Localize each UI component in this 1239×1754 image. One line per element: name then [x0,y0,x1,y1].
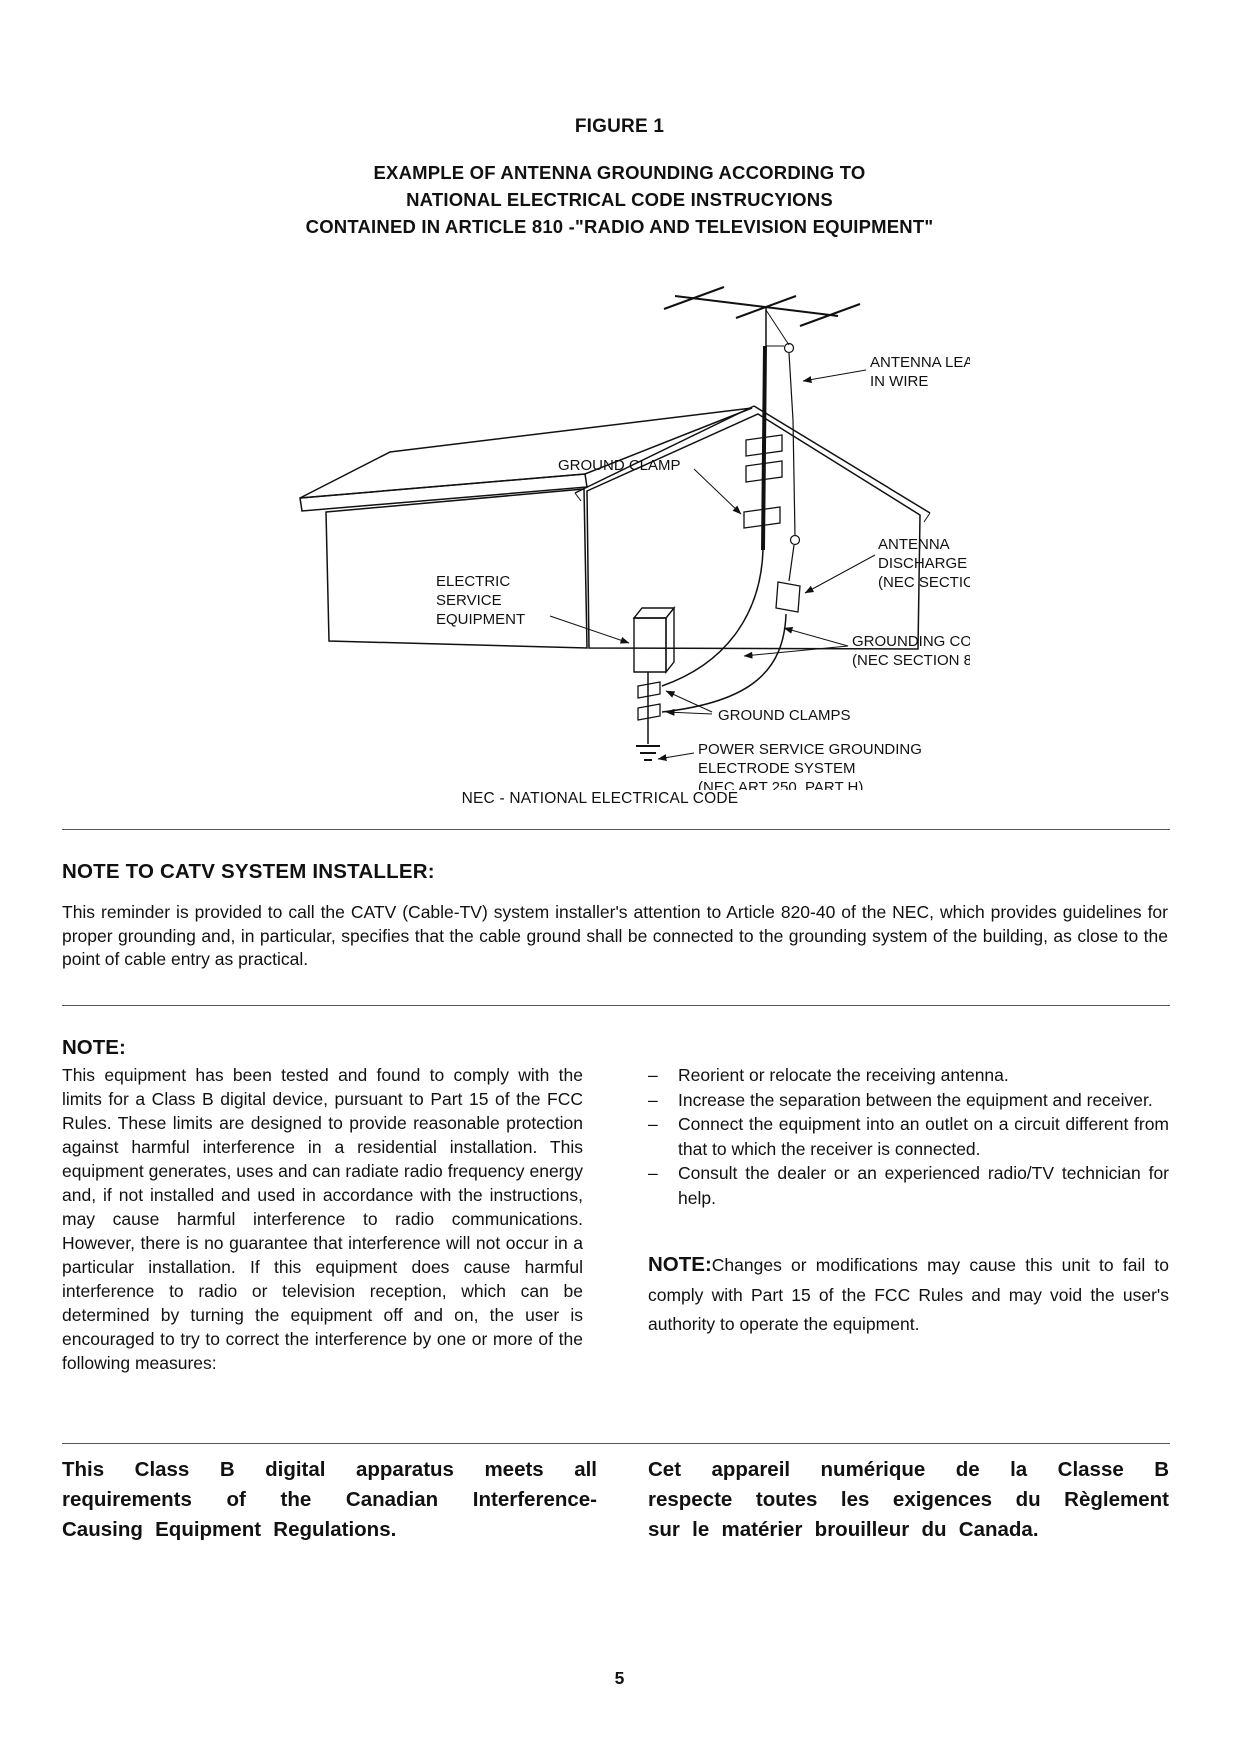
ground-symbol [636,745,660,761]
label-conductors-line2: (NEC SECTION 810-21) [852,652,970,669]
label-antenna-lead-line1: ANTENNA LEAD [870,354,970,371]
label-discharge-line1: ANTENNA [878,536,950,553]
fcc-note-paragraph: This equipment has been tested and found… [62,1065,583,1373]
modifications-note: NOTE:Changes or modifications may cause … [648,1253,1169,1334]
dash-marker: – [648,1089,658,1110]
label-conductors-line1: GROUNDING CONDUCTORS [852,633,970,650]
divider-bottom [62,1443,1170,1444]
label-discharge-line2: DISCHARGE UNIT [878,555,970,572]
list-item: – Connect the equipment into an outlet o… [648,1112,1169,1161]
page-number: 5 [614,1668,625,1688]
label-discharge-line3: (NEC SECTION 810-20) [878,574,970,591]
label-ground-clamps: GROUND CLAMPS [718,707,851,724]
antenna-discharge-unit [775,581,801,613]
label-electric-line2: SERVICE [436,592,502,609]
catv-paragraph: This reminder is provided to call the CA… [62,902,1168,969]
dash-marker: – [648,1163,658,1183]
figure-title-line-3: CONTAINED IN ARTICLE 810 -"RADIO AND TEL… [305,216,934,237]
house-roof [299,407,753,512]
dash-marker: – [648,1065,658,1085]
electric-service-equipment-box [632,606,676,674]
figure-title-line-2: NATIONAL ELECTRICAL CODE INSTRUCYIONS [406,189,833,210]
measures-list: – Reorient or relocate the receiving ant… [648,1063,1169,1210]
divider-top [62,829,1170,830]
label-electric-line1: ELECTRIC [436,573,510,590]
figure-title-line-1: EXAMPLE OF ANTENNA GROUNDING ACCORDING T… [373,162,866,183]
grounding-conductors [661,549,787,713]
antenna [663,286,861,551]
label-ground-clamp: GROUND CLAMP [558,457,681,474]
label-power-line1: POWER SERVICE GROUNDING [698,741,922,758]
canada-statement-english: This Class B digital apparatus meets all… [62,1458,597,1541]
mast-ground-clamps [743,434,783,529]
house-front-wall [325,488,588,649]
house-gable-wall [574,405,931,650]
list-item: – Increase the separation between the eq… [648,1088,1169,1113]
figure-label: FIGURE 1 [574,116,665,137]
diagram-labels: ANTENNA LEAD IN WIRE GROUND CLAMP ANTENN… [436,354,970,790]
leader-lines [549,369,876,762]
label-power-line2: ELECTRODE SYSTEM [698,760,856,777]
list-item: – Reorient or relocate the receiving ant… [648,1063,1169,1088]
nec-caption: NEC - NATIONAL ELECTRICAL CODE [461,790,739,807]
fcc-note-heading: NOTE: [62,1036,126,1059]
measures-column: – Reorient or relocate the receiving ant… [648,1063,1169,1340]
antenna-grounding-diagram: ANTENNA LEAD IN WIRE GROUND CLAMP ANTENN… [299,286,970,790]
canada-statement-french: Cet appareil numérique de la Classe B re… [648,1458,1169,1541]
label-power-line3: (NEC ART 250, PART H) [698,779,863,790]
label-antenna-lead-line2: IN WIRE [870,373,928,390]
divider-middle [62,1005,1170,1006]
dash-marker: – [648,1114,658,1134]
ground-rod [637,672,661,744]
figure-title: EXAMPLE OF ANTENNA GROUNDING ACCORDING T… [0,159,1239,240]
label-electric-line3: EQUIPMENT [436,611,525,628]
antenna-lead-in-wire [788,352,801,582]
list-item: – Consult the dealer or an experienced r… [648,1161,1169,1210]
catv-heading: NOTE TO CATV SYSTEM INSTALLER: [62,860,435,883]
modifications-note-label: NOTE: [648,1253,712,1276]
